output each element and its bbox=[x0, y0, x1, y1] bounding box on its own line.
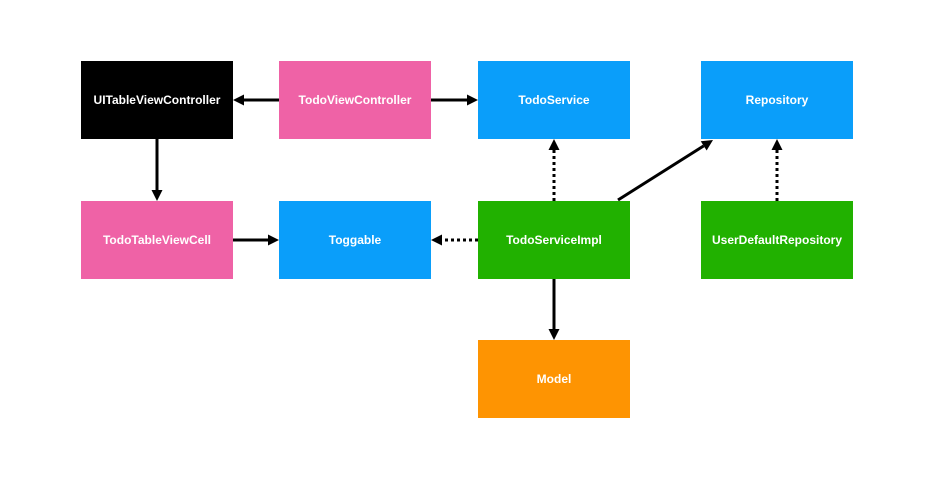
arrow-todotableviewcell-to-toggable bbox=[233, 234, 279, 246]
node-uitableviewcontroller: UITableViewController bbox=[81, 61, 233, 139]
arrow-userdefaultrepository-to-repository bbox=[771, 139, 783, 201]
node-label: TodoServiceImpl bbox=[506, 233, 602, 247]
node-todotableviewcell: TodoTableViewCell bbox=[81, 201, 233, 279]
arrow-todoserviceimpl-to-todoservice bbox=[548, 139, 560, 201]
arrowhead bbox=[467, 94, 478, 106]
node-model: Model bbox=[478, 340, 630, 418]
node-label: TodoService bbox=[518, 93, 590, 107]
arrowhead bbox=[700, 140, 713, 151]
arrowhead bbox=[151, 190, 163, 201]
node-label: Repository bbox=[745, 93, 809, 107]
arrowhead bbox=[431, 234, 442, 246]
arrow-todoviewcontroller-to-todoservice bbox=[431, 94, 478, 106]
node-todoviewcontroller: TodoViewController bbox=[279, 61, 431, 139]
node-label: Model bbox=[536, 372, 572, 386]
node-toggable: Toggable bbox=[279, 201, 431, 279]
node-label: UITableViewController bbox=[93, 93, 221, 107]
node-todoservice: TodoService bbox=[478, 61, 630, 139]
node-label: Toggable bbox=[328, 233, 382, 247]
arrow-todoserviceimpl-to-repository bbox=[617, 140, 713, 202]
arrow-todoserviceimpl-to-model bbox=[548, 279, 560, 340]
node-repository: Repository bbox=[701, 61, 853, 139]
arrowhead bbox=[548, 329, 560, 340]
node-label: TodoViewController bbox=[298, 93, 412, 107]
node-todoserviceimpl: TodoServiceImpl bbox=[478, 201, 630, 279]
arrow-todoserviceimpl-to-toggable bbox=[431, 234, 478, 246]
arrow-uitableviewcontroller-to-todotableviewcell bbox=[151, 139, 163, 201]
node-userdefaultrepository: UserDefaultRepository bbox=[701, 201, 853, 279]
arrowhead bbox=[233, 94, 244, 106]
arrowhead bbox=[268, 234, 279, 246]
arrow-line bbox=[617, 144, 705, 202]
node-label: TodoTableViewCell bbox=[102, 233, 212, 247]
node-label: UserDefaultRepository bbox=[711, 233, 843, 247]
arrow-todoviewcontroller-to-uitableviewcontroller bbox=[233, 94, 279, 106]
arrowhead bbox=[548, 139, 560, 150]
arrowhead bbox=[771, 139, 783, 150]
